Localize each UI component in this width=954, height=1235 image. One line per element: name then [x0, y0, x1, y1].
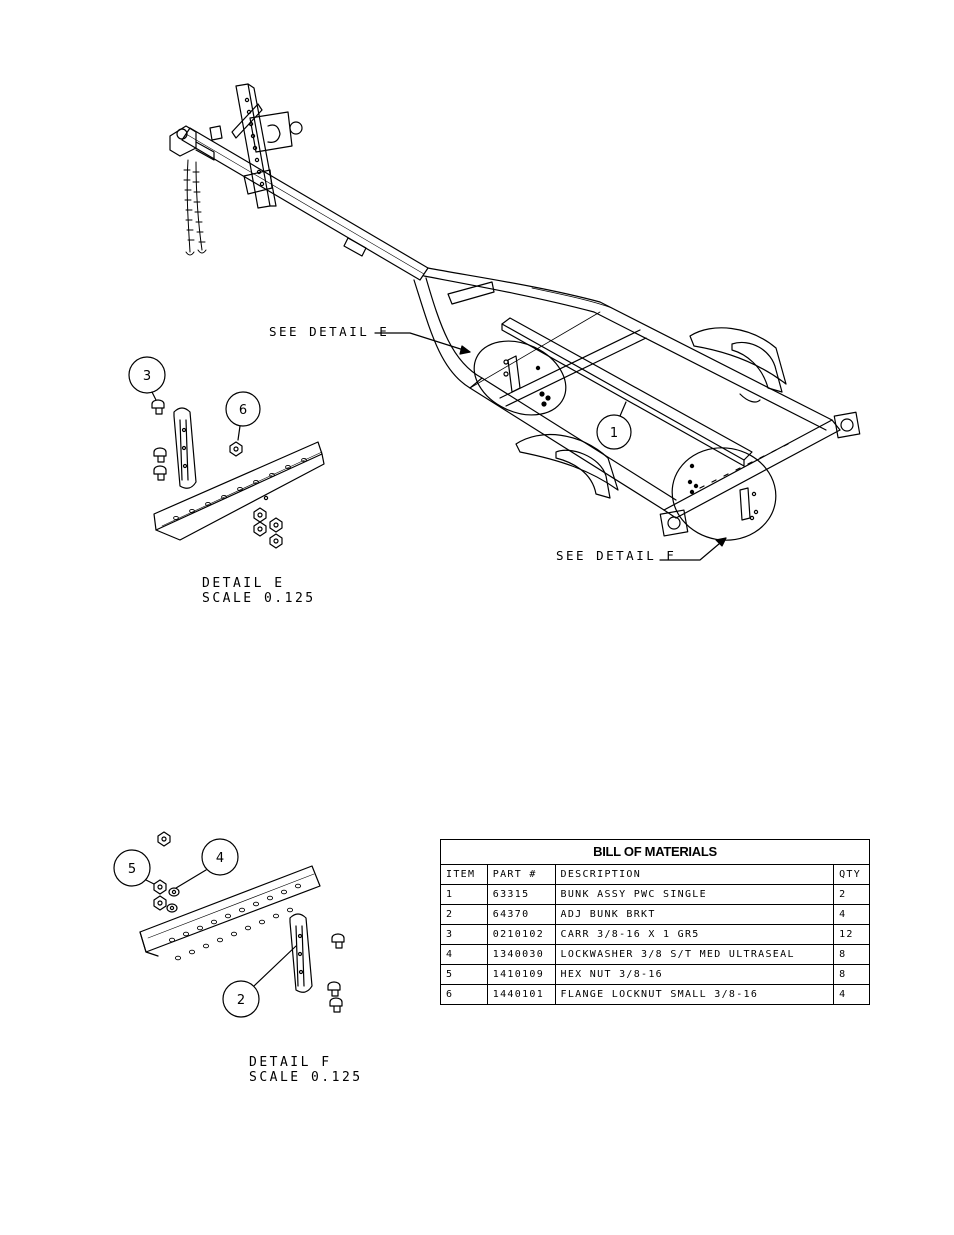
balloon-3: 3	[128, 356, 166, 401]
bom-cell-qty: 2	[833, 884, 870, 905]
bom-cell-item: 2	[440, 904, 488, 925]
bom-cell-item: 5	[440, 964, 488, 985]
bom-cell-item: 1	[440, 884, 488, 905]
hitch-coupler	[169, 125, 223, 161]
detail-f-view	[139, 831, 345, 1013]
safety-chains	[183, 159, 207, 256]
bom-cell-part: 1340030	[486, 944, 556, 965]
table-row: 4 1340030 LOCKWASHER 3/8 S/T MED ULTRASE…	[440, 944, 870, 965]
bom-cell-part: 1410109	[486, 964, 556, 985]
balloon-2: 2	[222, 945, 297, 1018]
bom-cell-part: 0210102	[486, 924, 556, 945]
bom-cell-description: HEX NUT 3/8-16	[554, 964, 835, 985]
bom-header-row: ITEM PART # DESCRIPTION QTY	[440, 864, 870, 885]
detail-e-caption: DETAIL E SCALE 0.125	[202, 576, 316, 606]
detail-e-view	[151, 399, 325, 549]
detail-e-ellipse	[473, 340, 567, 416]
table-row: 2 64370 ADJ BUNK BRKT 4	[440, 904, 870, 925]
balloon-4-label: 4	[216, 851, 224, 866]
bom-cell-qty: 8	[833, 944, 870, 965]
see-detail-f-label: SEE DETAIL F	[556, 548, 677, 563]
taillight-right	[833, 411, 861, 439]
trailer-frame	[413, 267, 841, 519]
table-row: 6 1440101 FLANGE LOCKNUT SMALL 3/8-16 4	[440, 984, 870, 1005]
bunk-board	[501, 317, 753, 467]
bom-cell-description: FLANGE LOCKNUT SMALL 3/8-16	[554, 984, 835, 1005]
balloon-6-label: 6	[239, 403, 247, 418]
winch-post	[231, 83, 303, 209]
bom-header-part: PART #	[486, 864, 556, 885]
balloon-3-label: 3	[143, 369, 151, 384]
balloon-6: 6	[225, 391, 261, 441]
bom-cell-description: BUNK ASSY PWC SINGLE	[554, 884, 835, 905]
bom-cell-item: 6	[440, 984, 488, 1005]
bom-header-description: DESCRIPTION	[554, 864, 835, 885]
bom-cell-part: 63315	[486, 884, 556, 905]
bom-cell-description: LOCKWASHER 3/8 S/T MED ULTRASEAL	[554, 944, 835, 965]
bom-cell-part: 1440101	[486, 984, 556, 1005]
detail-f-title: DETAIL F	[249, 1055, 332, 1070]
balloon-1: 1	[596, 401, 632, 450]
table-row: 3 0210102 CARR 3/8-16 X 1 GR5 12	[440, 924, 870, 945]
bill-of-materials-table: BILL OF MATERIALS ITEM PART # DESCRIPTIO…	[440, 839, 870, 1005]
bom-title: BILL OF MATERIALS	[440, 839, 870, 864]
fender-right	[689, 327, 787, 403]
detail-f-arrowhead	[715, 537, 727, 547]
bom-cell-qty: 4	[833, 904, 870, 925]
bom-cell-part: 64370	[486, 904, 556, 925]
bom-cell-description: ADJ BUNK BRKT	[554, 904, 835, 925]
fender-left	[515, 433, 619, 499]
bom-cell-qty: 12	[833, 924, 870, 945]
detail-f-leader	[659, 537, 727, 561]
bom-header-item: ITEM	[440, 864, 488, 885]
detail-e-leader	[374, 332, 471, 353]
bom-cell-item: 3	[440, 924, 488, 945]
balloon-4: 4	[175, 838, 239, 889]
bom-cell-description: CARR 3/8-16 X 1 GR5	[554, 924, 835, 945]
bom-header-qty: QTY	[833, 864, 870, 885]
balloon-1-label: 1	[610, 426, 618, 441]
bom-cell-qty: 8	[833, 964, 870, 985]
detail-e-arrowhead	[459, 345, 471, 355]
balloon-5-label: 5	[128, 862, 136, 877]
trailer-tongue	[181, 127, 429, 281]
balloon-2-label: 2	[237, 993, 245, 1008]
detail-f-caption: DETAIL F SCALE 0.125	[249, 1055, 363, 1085]
detail-e-title: DETAIL E	[202, 576, 285, 591]
table-row: 5 1410109 HEX NUT 3/8-16 8	[440, 964, 870, 985]
bom-cell-qty: 4	[833, 984, 870, 1005]
detail-f-ellipse	[671, 447, 777, 541]
see-detail-e-label: SEE DETAIL E	[269, 324, 390, 339]
balloon-5: 5	[113, 849, 155, 887]
detail-f-scale: SCALE 0.125	[249, 1070, 363, 1085]
table-row: 1 63315 BUNK ASSY PWC SINGLE 2	[440, 884, 870, 905]
detail-e-scale: SCALE 0.125	[202, 591, 316, 606]
bom-cell-item: 4	[440, 944, 488, 965]
taillight-left	[659, 509, 689, 537]
